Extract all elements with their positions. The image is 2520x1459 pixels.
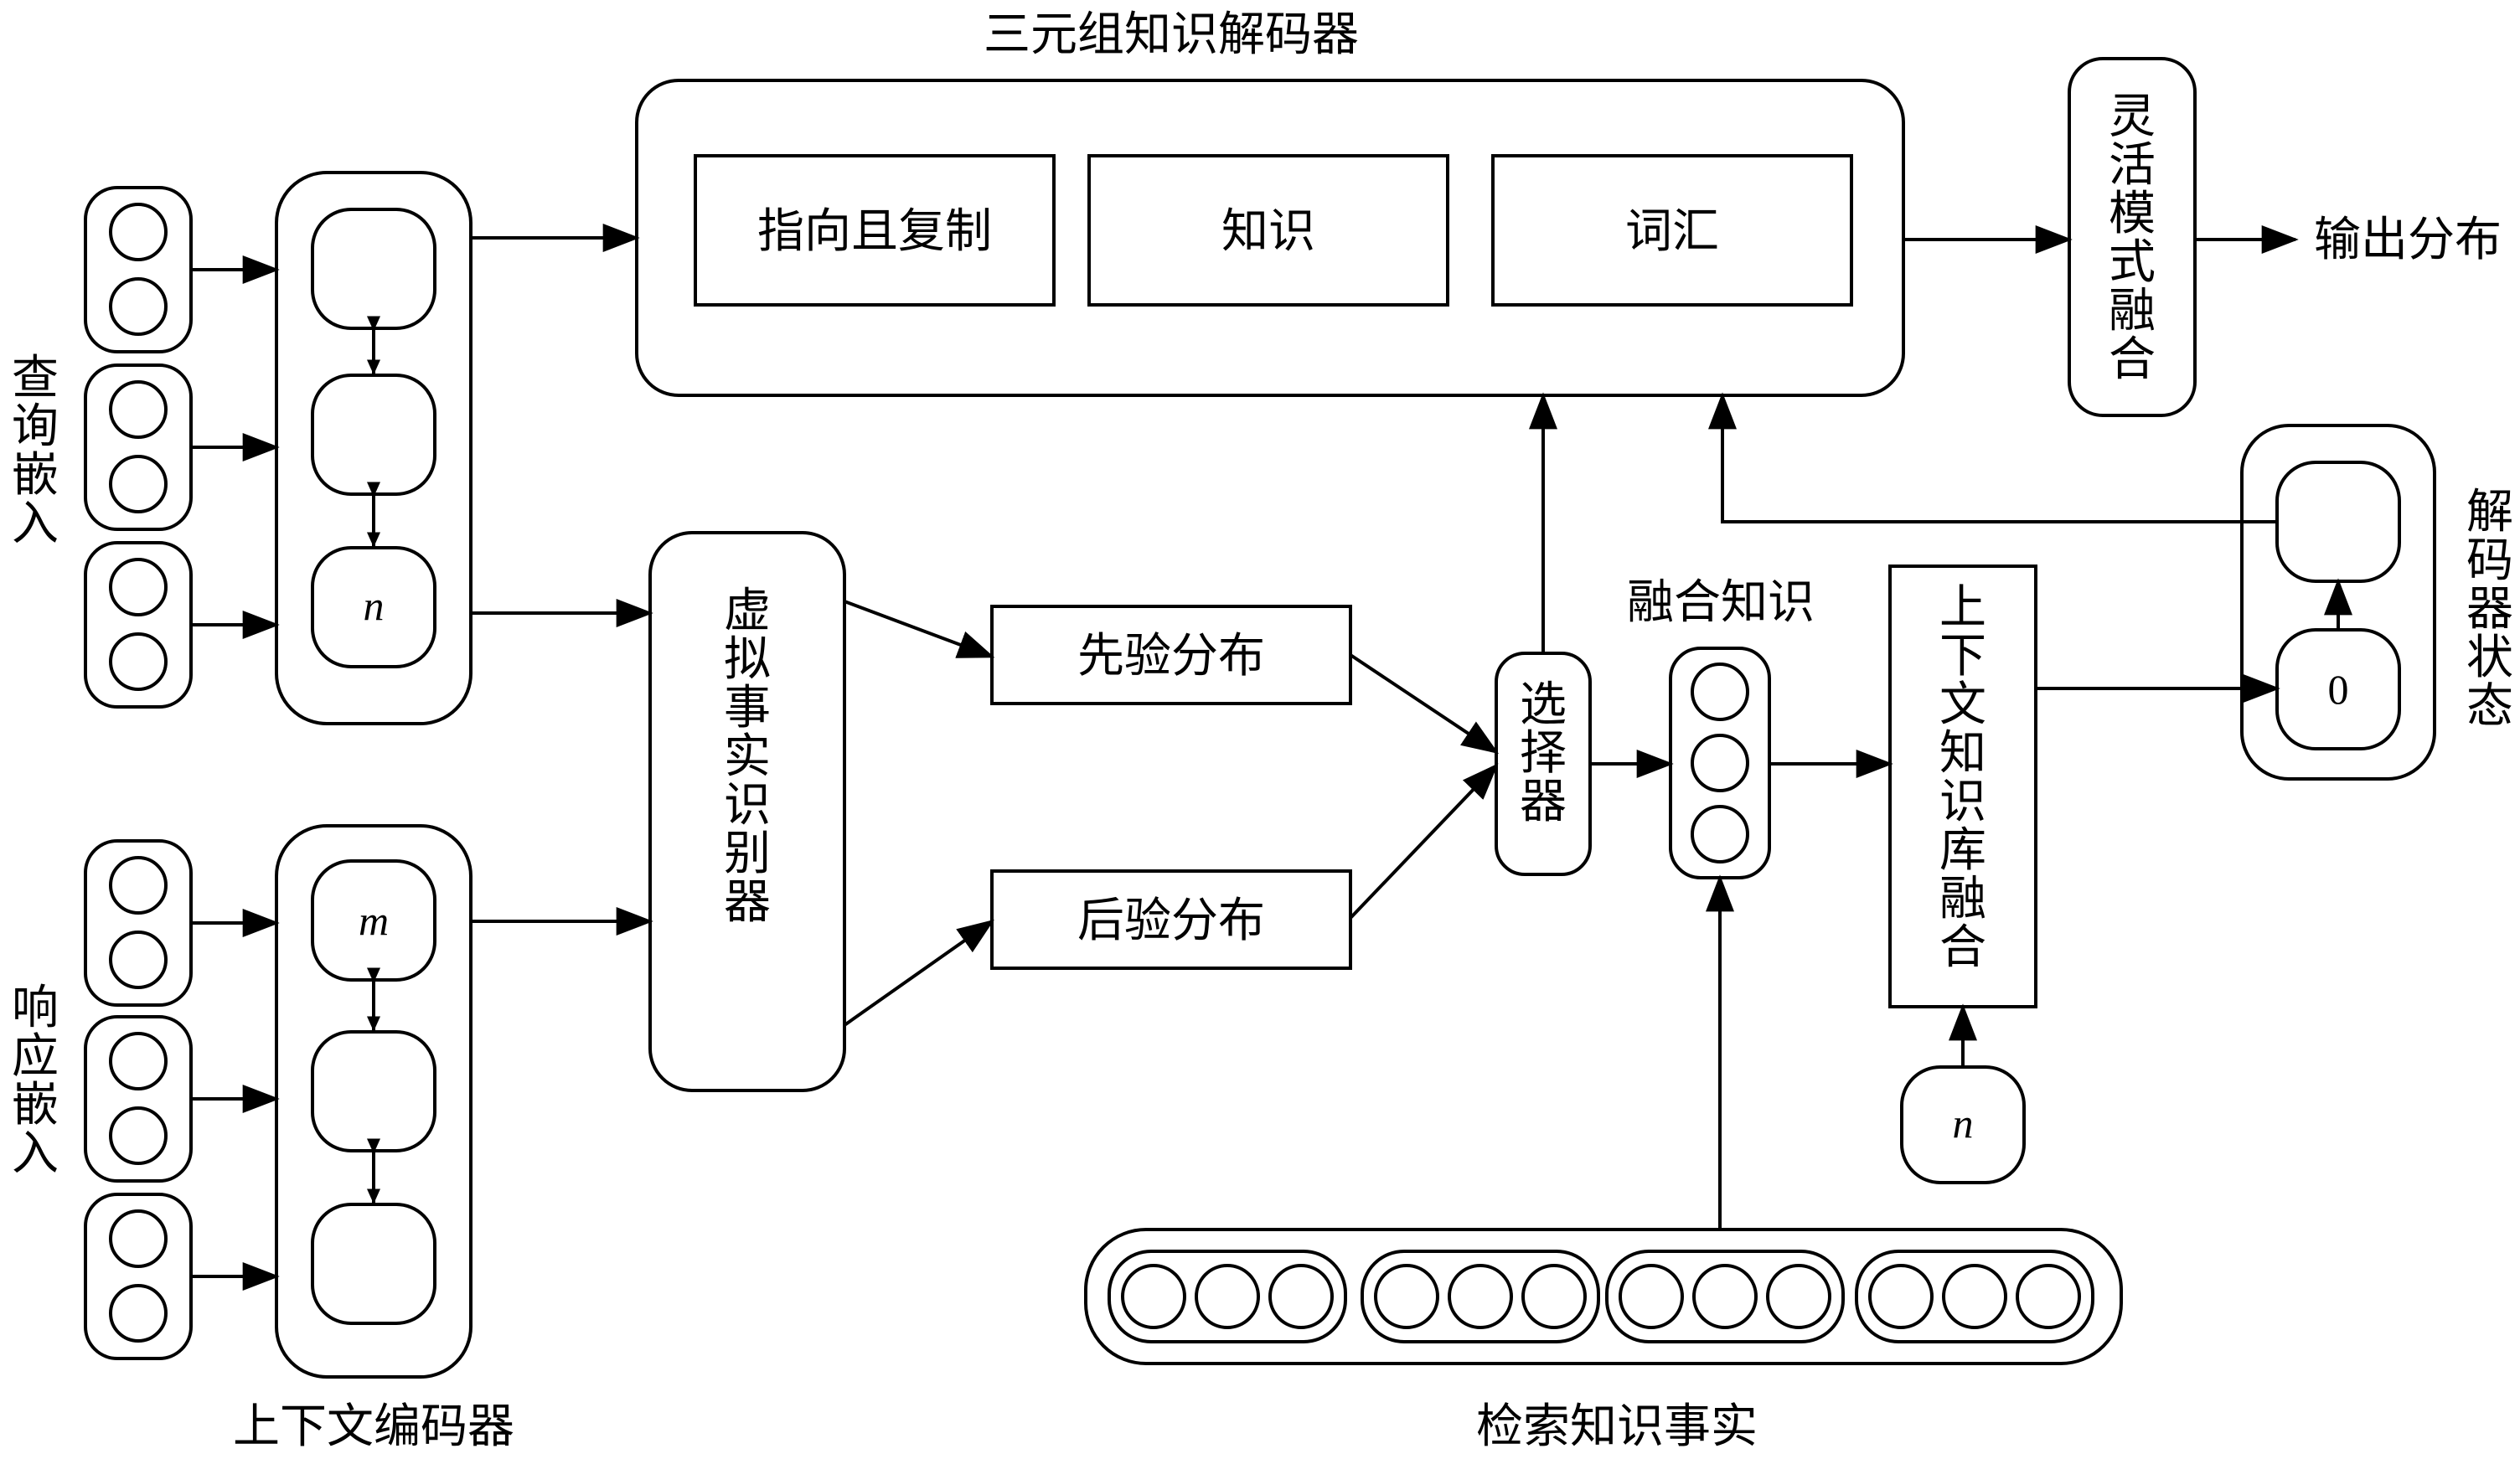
retrieved-fact	[1108, 1250, 1347, 1343]
flexible-mode-fusion-label: 灵活模式融合	[2109, 90, 2156, 387]
fused-knowledge-label: 融合知识	[1627, 575, 1815, 630]
retrieved-fact	[1605, 1250, 1845, 1343]
encoder-state-n-label: n	[364, 582, 385, 629]
response-embedding-group	[84, 839, 193, 1360]
selector-label: 选择器	[1520, 678, 1567, 829]
response-embedding-label: 响应嵌入	[12, 981, 59, 1181]
query-embedding-vector	[84, 186, 193, 353]
triple-knowledge-decoder: 指向且复制 知识 词汇	[635, 79, 1905, 397]
virtual-fact-recognizer-block: 虚拟事实识别器	[648, 531, 846, 1092]
encoder-state	[311, 1030, 436, 1152]
kb-input-node: n	[1900, 1065, 2026, 1184]
decoder-title: 三元组知识解码器	[984, 8, 1359, 62]
connectors	[191, 224, 2352, 1291]
posterior-distribution-label: 后验分布	[1077, 894, 1265, 948]
retrieved-facts-label: 检索知识事实	[1476, 1400, 1758, 1454]
pointer-copy-label: 指向且复制	[757, 204, 992, 259]
retrieved-facts-group	[1084, 1228, 2123, 1365]
decoder-state-label: 解码器状态	[2466, 485, 2513, 734]
context-encoder-label: 上下文编码器	[233, 1400, 514, 1454]
encoder-state	[311, 374, 436, 496]
kb-input-n-label: n	[1953, 1100, 1974, 1147]
encoder-state	[311, 208, 436, 330]
pointer-copy-block: 指向且复制	[694, 154, 1056, 307]
decoder-state-node	[2275, 461, 2401, 583]
response-embedding-vector	[84, 839, 193, 1007]
prior-distribution-label: 先验分布	[1077, 629, 1265, 683]
encoder-state	[311, 1203, 436, 1325]
arrow	[1349, 653, 1500, 755]
context-kb-fusion-block: 上下文知识库融合	[1888, 565, 2037, 1008]
posterior-distribution-block: 后验分布	[990, 869, 1352, 970]
context-encoder-query: n	[275, 171, 472, 725]
arrow	[843, 919, 994, 1027]
flexible-mode-fusion-block: 灵活模式融合	[2068, 57, 2197, 417]
selector-block: 选择器	[1495, 652, 1592, 876]
fused-knowledge-vector	[1669, 647, 1771, 879]
output-distribution-label: 输出分布	[2314, 213, 2502, 267]
context-encoder-response: m	[275, 824, 472, 1379]
retrieved-fact	[1361, 1250, 1600, 1343]
retrieved-fact	[1855, 1250, 2094, 1343]
vocabulary-label: 词汇	[1625, 204, 1719, 259]
query-embedding-label: 查询嵌入	[12, 351, 59, 551]
response-embedding-vector	[84, 1015, 193, 1183]
context-kb-fusion-label: 上下文知识库融合	[1939, 580, 1986, 975]
decoder-state-zero-label: 0	[2328, 666, 2349, 713]
query-embedding-vector	[84, 363, 193, 531]
virtual-fact-recognizer-label: 虚拟事实识别器	[724, 584, 771, 930]
arrow	[844, 600, 995, 658]
encoder-state	[311, 546, 436, 668]
encoder-state-m-label: m	[359, 897, 389, 944]
arrow	[1349, 763, 1499, 920]
knowledge-block: 知识	[1087, 154, 1449, 307]
vocabulary-block: 词汇	[1491, 154, 1853, 307]
response-embedding-vector	[84, 1193, 193, 1360]
query-embedding-vector	[84, 541, 193, 709]
query-embedding-group	[84, 186, 193, 709]
prior-distribution-block: 先验分布	[990, 605, 1352, 705]
arrow	[1708, 392, 2277, 523]
knowledge-label: 知识	[1221, 204, 1315, 259]
